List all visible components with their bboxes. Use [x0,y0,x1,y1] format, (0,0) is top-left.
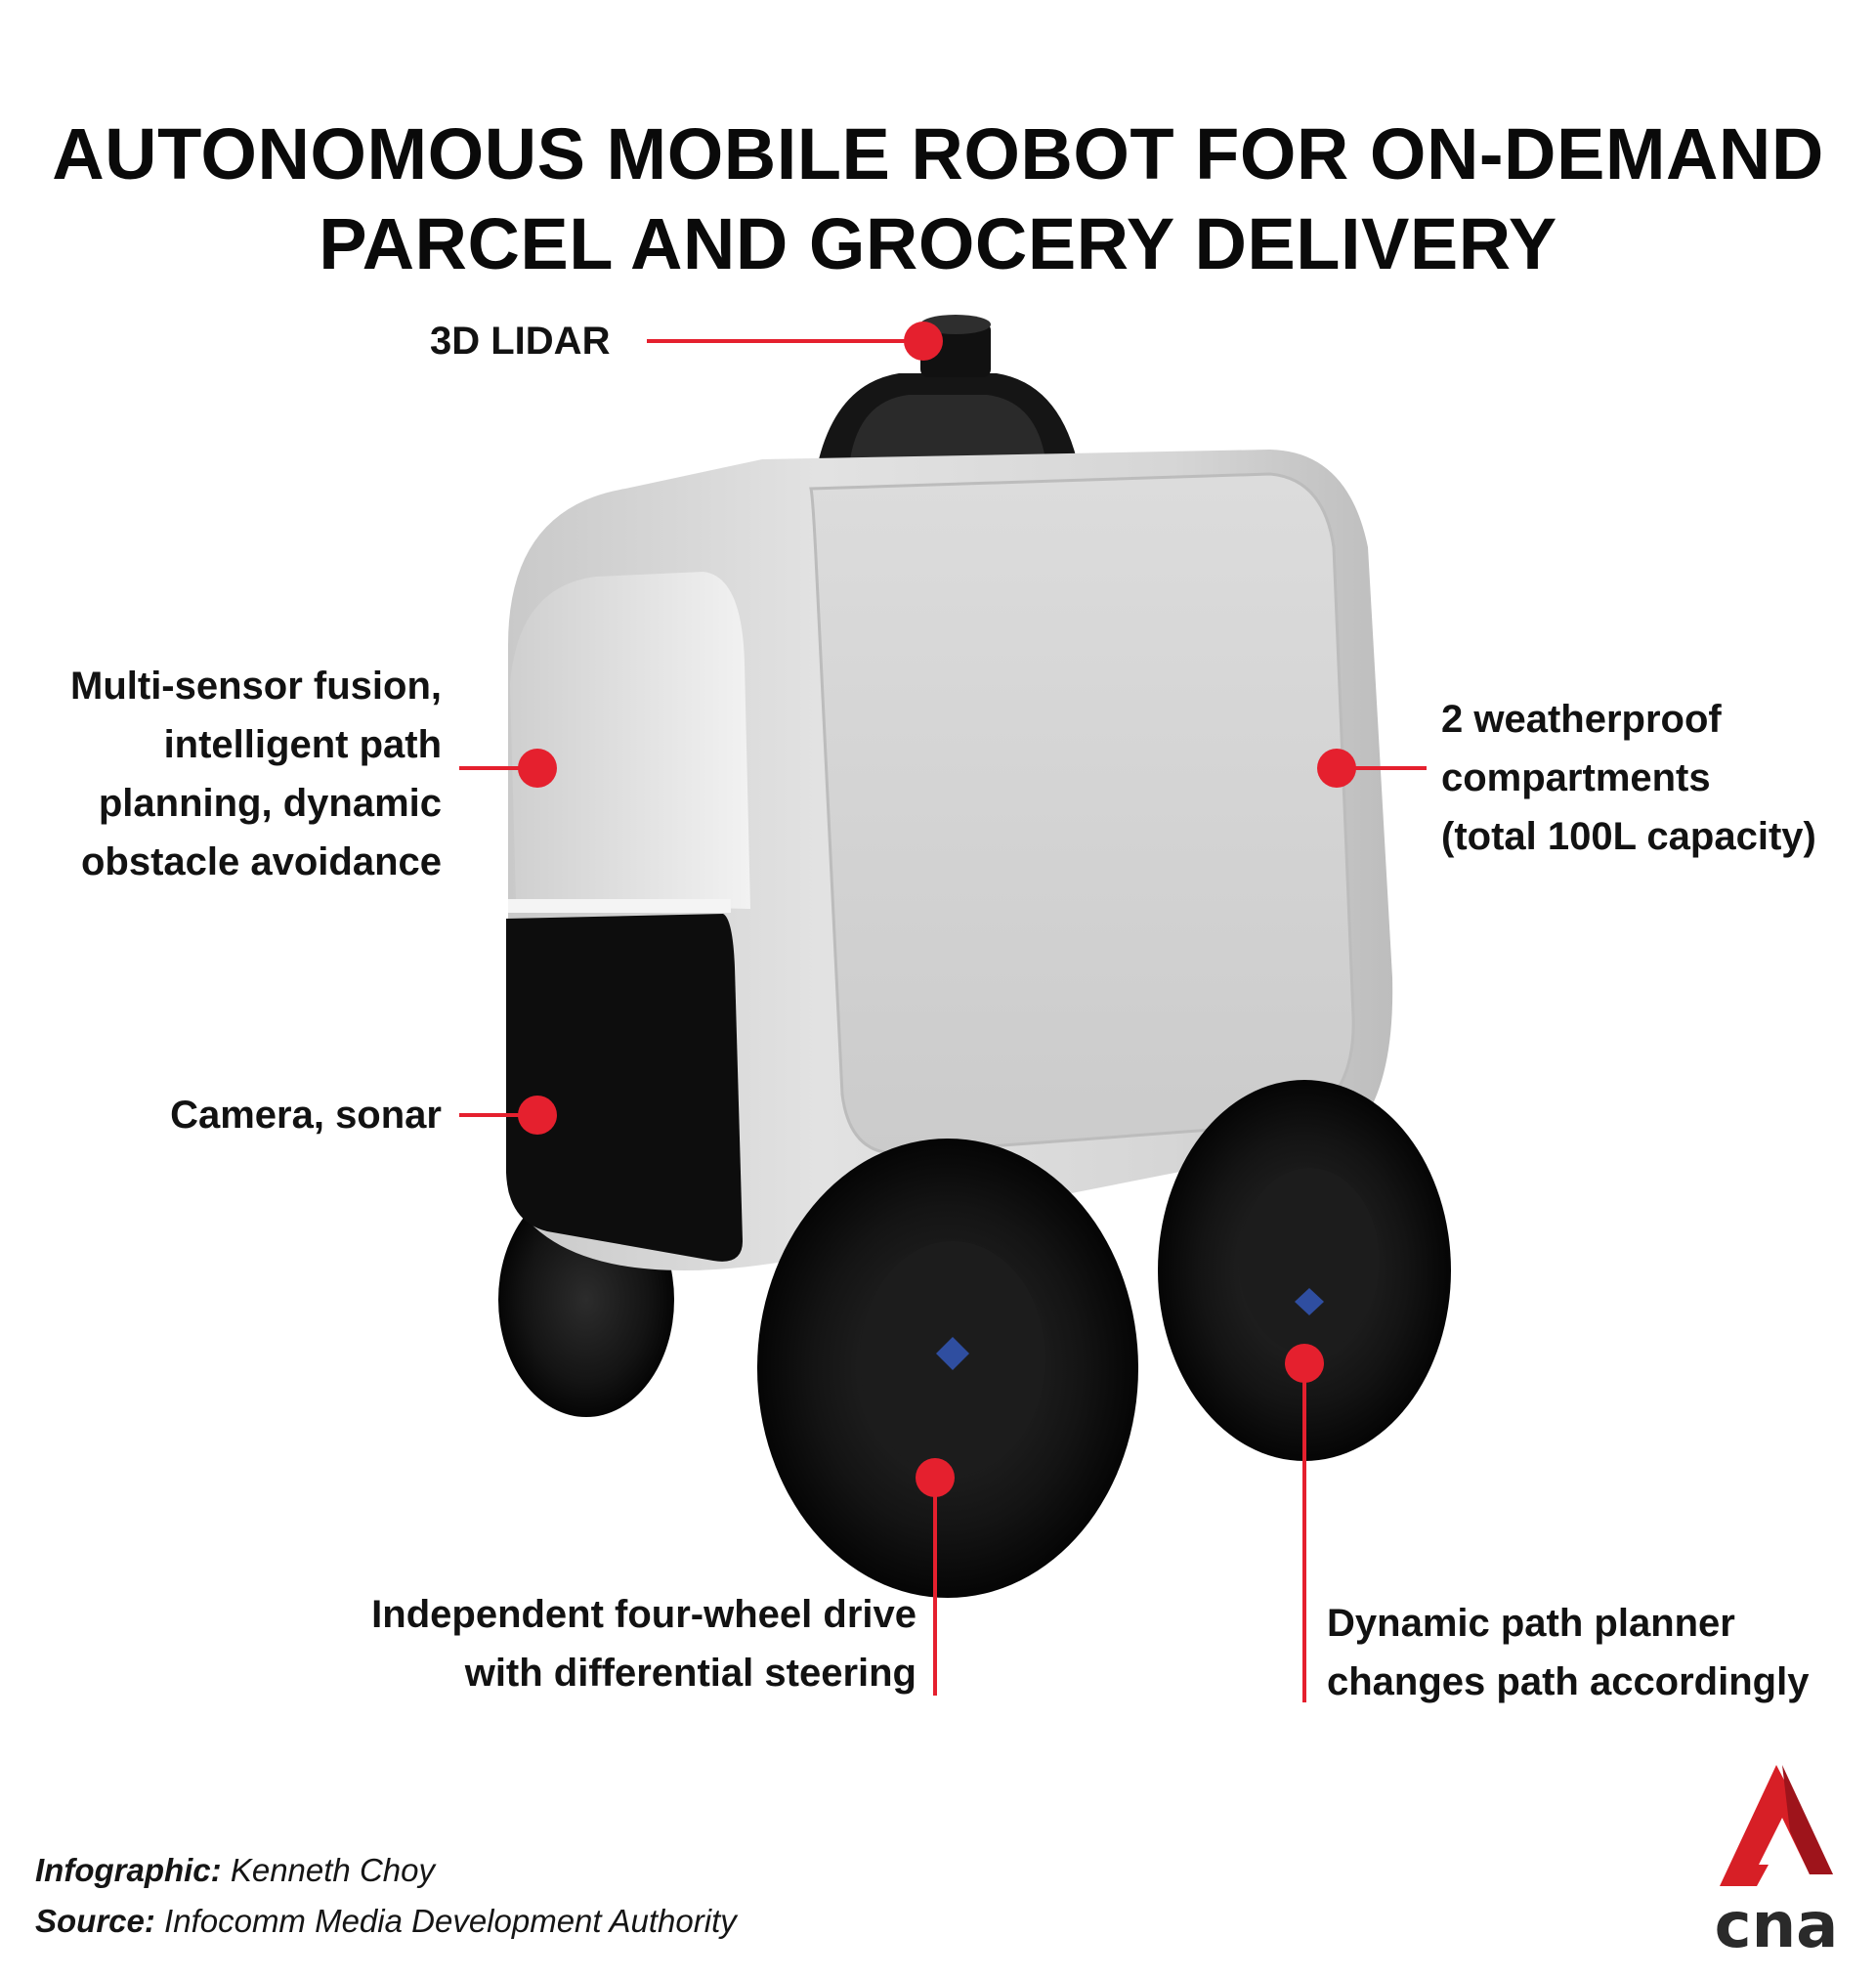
sensor-fusion-callout-dot [518,749,557,788]
callout-drive: Independent four-wheel drive with differ… [293,1585,917,1702]
callout-sensor-fusion-line-4: obstacle avoidance [80,840,442,883]
credit-source-value: Infocomm Media Development Authority [164,1903,737,1939]
cna-logo: cna [1715,1765,1839,1955]
credits: Infographic: Kenneth Choy Source: Infoco… [35,1845,737,1947]
callout-planner-line-1: Dynamic path planner [1327,1602,1735,1645]
camera-panel [506,914,743,1262]
credit-infographic-value: Kenneth Choy [230,1852,435,1888]
title-line-2: PARCEL AND GROCERY DELIVERY [319,202,1557,284]
callout-camera-text: Camera, sonar [170,1094,442,1137]
callout-compartments-line-1: 2 weatherproof [1441,698,1722,741]
credit-source: Source: Infocomm Media Development Autho… [35,1896,737,1947]
callout-lidar: 3D LIDAR [430,312,610,370]
callout-drive-line-1: Independent four-wheel drive [371,1593,917,1636]
callout-lidar-text: 3D LIDAR [430,320,611,363]
camera-callout-dot [518,1096,557,1135]
callout-planner: Dynamic path planner changes path accord… [1327,1594,1809,1711]
callout-sensor-fusion-line-3: planning, dynamic [98,782,442,825]
title-line-1: AUTONOMOUS MOBILE ROBOT FOR ON-DEMAND [52,112,1824,194]
callout-planner-line-2: changes path accordingly [1327,1660,1810,1703]
credit-infographic-label: Infographic: [35,1852,222,1888]
callout-drive-line-2: with differential steering [464,1652,917,1695]
callout-compartments: 2 weatherproof compartments (total 100L … [1441,690,1816,866]
credit-infographic: Infographic: Kenneth Choy [35,1845,737,1896]
planner-callout-dot [1285,1344,1324,1383]
drive-callout-dot [916,1458,955,1497]
credit-source-label: Source: [35,1903,155,1939]
callout-sensor-fusion: Multi-sensor fusion, intelligent path pl… [39,657,442,891]
compartments-callout-dot [1317,749,1356,788]
callout-sensor-fusion-line-2: intelligent path [163,723,442,766]
callout-compartments-line-2: compartments [1441,756,1711,799]
front-left-hub-light [936,1337,969,1370]
compartment-door [809,472,1355,1155]
lidar-callout-dot [904,322,943,361]
callout-sensor-fusion-line-1: Multi-sensor fusion, [70,665,442,708]
front-right-hub-light [1295,1288,1324,1315]
side-upper-panel [510,572,750,909]
callout-camera: Camera, sonar [39,1086,442,1144]
cna-logo-text: cna [1715,1890,1839,1955]
callout-compartments-line-3: (total 100L capacity) [1441,815,1816,858]
page-title: AUTONOMOUS MOBILE ROBOT FOR ON-DEMAND PA… [0,109,1876,289]
